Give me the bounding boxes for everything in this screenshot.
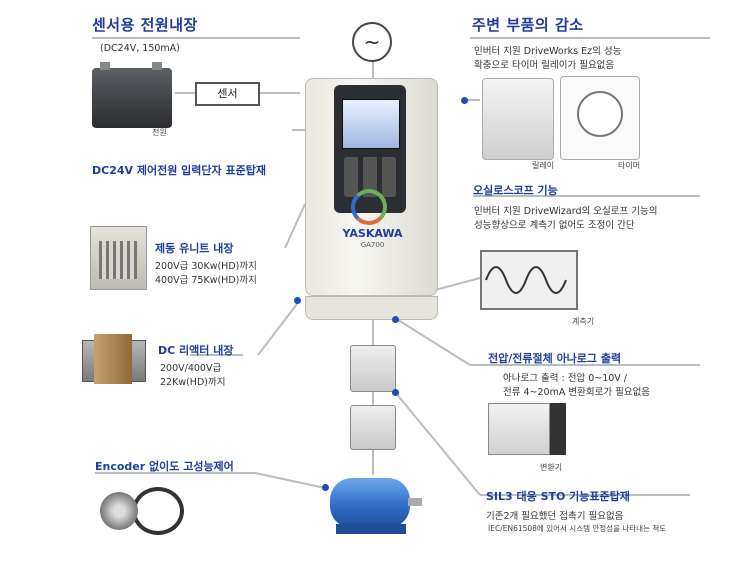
contactor-2 [350,405,396,450]
timer-caption: 타이머 [618,161,641,170]
drive-bottom [305,296,438,320]
meter-image [480,250,578,310]
sensor-box: 센서 [195,82,260,106]
drive-model: GA700 [360,241,385,249]
parts-title: 주변 부품의 감소 [472,16,584,34]
brake-line2: 400V급 75Kw(HD)까지 [155,275,257,286]
ac-supply-icon: ~ [352,22,392,62]
status-ring-icon [351,189,387,225]
dot-parts [461,97,468,104]
encoder-title: Encoder 없이도 고성능제어 [95,460,234,473]
analog-line1: 아나로그 출력 : 전압 0~10V / [503,373,628,384]
parts-line2: 확충으로 타이머 릴레이가 필요없음 [474,60,615,71]
dot-reactor [294,297,301,304]
analog-line2: 전류 4~20mA 변환회로가 필요없음 [503,387,651,398]
drive-brand: YASKAWA [342,227,403,240]
relay-caption: 릴레이 [532,161,555,170]
brake-title: 제동 유니트 내장 [155,242,234,255]
battery-image [92,62,172,130]
scope-line2: 성능향상으로 계측기 없어도 조정이 간단 [474,220,635,231]
encoder-image [92,482,187,542]
inverter-drive: YASKAWA GA700 [305,78,438,296]
reactor-line1: 200V/400V급 [160,363,222,374]
converter-image [488,403,550,455]
scope-line1: 인버터 지원 DriveWizard의 오실로프 기능의 [474,206,658,217]
sil3-line2: IEC/EN61508에 있어서 시스템 안정성을 나타내는 척도 [488,524,667,533]
reactor-image [82,330,146,390]
timer-image [560,76,640,160]
power-sub: (DC24V, 150mA) [100,43,180,54]
dot-sil3 [392,389,399,396]
reactor-title: DC 리액터 내장 [158,344,234,357]
keypad [334,85,406,213]
sine-wave-icon [485,266,567,294]
meter-caption: 계측기 [572,317,595,326]
keypad-screen [342,99,400,149]
reactor-line2: 22Kw(HD)까지 [160,377,226,388]
sil3-title: SIL3 대응 STO 기능표준탑재 [486,490,630,503]
brake-unit-image [90,226,147,290]
sensor-label: 센서 [217,87,238,100]
relay-image [482,78,554,160]
converter-caption: 변환기 [540,463,563,472]
dot-encoder [322,484,329,491]
scope-title: 오실로스코프 기능 [473,184,558,197]
contactor-1 [350,345,396,392]
sil3-line1: 기존2개 필요했던 접촉기 필요없음 [486,511,624,522]
motor-image [322,468,422,538]
converter-side [550,403,566,455]
dc24v-title: DC24V 제어전원 입력단자 표준탑재 [92,164,266,177]
dot-analog [392,316,399,323]
brake-line1: 200V급 30Kw(HD)까지 [155,261,257,272]
parts-line1: 인버터 지원 DriveWorks Ez의 성능 [474,46,622,57]
battery-caption: 전원 [152,128,167,137]
analog-title: 전압/전류절체 아나로그 출력 [488,352,622,365]
power-title: 센서용 전원내장 [92,16,198,34]
